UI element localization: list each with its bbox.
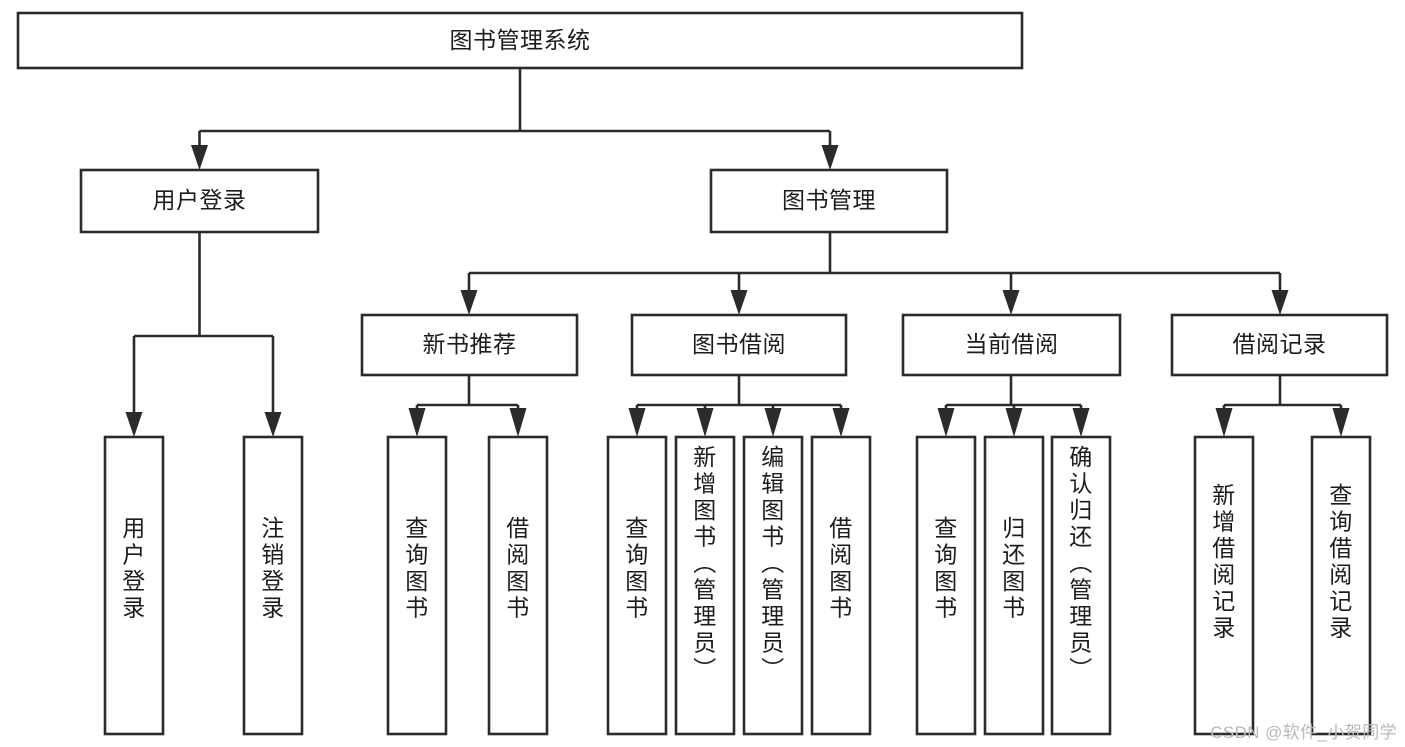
arrow-head-icon <box>764 408 782 437</box>
leaf-box-query-book-current[interactable] <box>915 435 977 736</box>
leaf-query-book-borrow[interactable]: 查询图书 <box>606 435 668 736</box>
arrow-head-icon <box>730 290 748 315</box>
leaf-box-user-login[interactable] <box>103 435 165 736</box>
node-label-user-login: 用户登录 <box>153 187 247 213</box>
leaf-borrow-book-newbook[interactable]: 借阅图书 <box>487 435 549 736</box>
leaf-box-query-borrow-record[interactable] <box>1310 435 1372 736</box>
leaf-add-borrow-record[interactable]: 新增借阅记录 <box>1193 435 1255 736</box>
arrow-head-icon <box>696 408 714 437</box>
node-user-login[interactable]: 用户登录 <box>79 168 320 234</box>
node-box-book-management[interactable] <box>709 168 949 234</box>
leaf-label-user-login: 用户登录 <box>122 515 146 621</box>
leaf-label-logout: 注销登录 <box>261 515 285 621</box>
leaf-logout[interactable]: 注销登录 <box>242 435 304 736</box>
node-box-new-book-recommendation[interactable] <box>360 313 579 377</box>
node-root-book-management-system[interactable]: 图书管理系统 <box>16 11 1024 70</box>
leaf-box-add-borrow-record[interactable] <box>1193 435 1255 736</box>
csdn-watermark: CSDN @软件_小贺同学 <box>1210 723 1397 742</box>
node-current-borrow[interactable]: 当前借阅 <box>901 313 1122 377</box>
leaf-box-logout[interactable] <box>242 435 304 736</box>
node-label-root: 图书管理系统 <box>450 27 591 53</box>
leaf-query-book-newbook[interactable]: 查询图书 <box>386 435 448 736</box>
arrow-head-icon <box>1072 408 1090 437</box>
arrow-head-icon <box>460 290 478 315</box>
node-box-root[interactable] <box>16 11 1024 70</box>
arrow-head-icon <box>832 408 850 437</box>
arrow-head-icon <box>1332 408 1350 437</box>
node-book-borrow[interactable]: 图书借阅 <box>630 313 848 377</box>
arrow-head-icon <box>1002 290 1020 315</box>
leaf-edit-book-admin[interactable]: 编辑图书︵管理员︶ <box>742 435 804 736</box>
arrow-head-icon <box>408 408 426 437</box>
arrow-head-icon <box>125 412 143 437</box>
node-label-current-borrow: 当前借阅 <box>965 331 1059 357</box>
leaf-confirm-return-admin[interactable]: 确认归还︵管理员︶ <box>1050 435 1112 736</box>
leaf-label-add-borrow-record: 新增借阅记录 <box>1212 482 1236 641</box>
node-label-book-borrow: 图书借阅 <box>692 331 786 357</box>
node-label-new-book-recommendation: 新书推荐 <box>423 331 517 357</box>
leaf-box-add-book-admin[interactable] <box>674 435 736 736</box>
arrow-head-icon <box>821 145 839 170</box>
node-box-user-login[interactable] <box>79 168 320 234</box>
leaf-label-query-book-newbook: 查询图书 <box>405 515 429 621</box>
leaf-box-edit-book-admin[interactable] <box>742 435 804 736</box>
leaf-label-add-book-admin: 新增图书︵管理员︶ <box>693 444 717 682</box>
connector-layer <box>125 68 1350 437</box>
leaf-borrow-book[interactable]: 借阅图书 <box>810 435 872 736</box>
node-label-borrow-record: 借阅记录 <box>1233 331 1327 357</box>
leaf-label-borrow-book: 借阅图书 <box>829 515 853 621</box>
arrow-head-icon <box>937 408 955 437</box>
leaf-box-borrow-book-newbook[interactable] <box>487 435 549 736</box>
arrow-head-icon <box>1215 408 1233 437</box>
leaf-box-borrow-book[interactable] <box>810 435 872 736</box>
leaf-box-return-book[interactable] <box>983 435 1045 736</box>
leaf-label-query-book-borrow: 查询图书 <box>625 515 649 621</box>
node-new-book-recommendation[interactable]: 新书推荐 <box>360 313 579 377</box>
arrow-head-icon <box>509 408 527 437</box>
leaf-add-book-admin[interactable]: 新增图书︵管理员︶ <box>674 435 736 736</box>
leaf-box-query-book-borrow[interactable] <box>606 435 668 736</box>
arrow-head-icon <box>1005 408 1023 437</box>
leaf-box-confirm-return-admin[interactable] <box>1050 435 1112 736</box>
leaf-query-borrow-record[interactable]: 查询借阅记录 <box>1310 435 1372 736</box>
leaf-label-query-book-current: 查询图书 <box>934 515 958 621</box>
leaf-label-borrow-book-newbook: 借阅图书 <box>506 515 530 621</box>
leaf-label-query-borrow-record: 查询借阅记录 <box>1329 482 1353 641</box>
leaf-label-return-book: 归还图书 <box>1002 515 1026 621</box>
node-box-current-borrow[interactable] <box>901 313 1122 377</box>
arrow-head-icon <box>628 408 646 437</box>
leaf-return-book[interactable]: 归还图书 <box>983 435 1045 736</box>
arrow-head-icon <box>264 412 282 437</box>
node-box-borrow-record[interactable] <box>1170 313 1389 377</box>
node-book-management[interactable]: 图书管理 <box>709 168 949 234</box>
leaf-label-edit-book-admin: 编辑图书︵管理员︶ <box>761 444 785 682</box>
node-borrow-record[interactable]: 借阅记录 <box>1170 313 1389 377</box>
leaf-user-login[interactable]: 用户登录 <box>103 435 165 736</box>
leaf-label-confirm-return-admin: 确认归还︵管理员︶ <box>1069 444 1093 682</box>
arrow-head-icon <box>191 145 208 170</box>
node-label-book-management: 图书管理 <box>782 187 876 213</box>
arrow-head-icon <box>1271 290 1289 315</box>
leaf-box-query-book-newbook[interactable] <box>386 435 448 736</box>
node-box-book-borrow[interactable] <box>630 313 848 377</box>
leaf-query-book-current[interactable]: 查询图书 <box>915 435 977 736</box>
